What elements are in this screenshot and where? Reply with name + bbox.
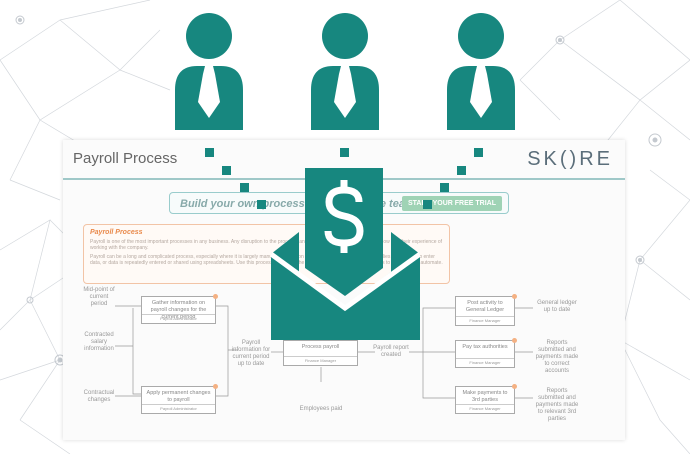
flow-input-3: Contractual changes: [83, 390, 115, 403]
person-icon: [447, 13, 515, 130]
flow-connectors: [115, 305, 533, 399]
flow-mid-label-1: Payroll information for current period u…: [231, 340, 271, 367]
flow-output-1: General ledger up to date: [537, 300, 577, 313]
document-title: Payroll Process: [73, 150, 178, 167]
info-heading: Payroll Process: [90, 229, 143, 236]
connector-dot: [440, 183, 449, 192]
flow-box-ledger[interactable]: Post activity to General Ledger Finance …: [455, 294, 517, 326]
flow-box-role: Finance Manager: [456, 404, 514, 413]
flow-box-gather[interactable]: Gather information on payroll changes fo…: [141, 294, 218, 324]
flow-output-2: Reports submitted and payments made to c…: [535, 340, 579, 374]
flow-box-text: Apply permanent changes to payroll: [146, 390, 211, 403]
flow-mid-label-2: Payroll report created: [373, 345, 409, 358]
flow-box-role: Finance Manager: [284, 356, 357, 365]
info-paragraph-2: Payroll can be a long and complicated pr…: [90, 254, 443, 266]
person-icon: [175, 13, 243, 130]
flow-box-text: Pay tax authorities: [462, 344, 508, 350]
flow-box-tax[interactable]: Pay tax authorities Finance Manager: [455, 338, 517, 368]
flow-box-process[interactable]: Process payroll Finance Manager: [283, 340, 358, 366]
flow-box-role: Finance Manager: [456, 358, 514, 367]
connector-dot: [222, 166, 231, 175]
flow-input-1: Mid-point of current period: [83, 287, 115, 307]
info-paragraph-1: Payroll is one of the most important pro…: [90, 239, 443, 251]
flow-box-text: Post activity to General Ledger: [465, 300, 505, 313]
status-dot: [512, 384, 517, 389]
connector-dot: [340, 148, 349, 157]
flow-box-text: Make payments to 3rd parties: [462, 390, 508, 403]
flow-box-text: Gather information on payroll changes fo…: [150, 300, 207, 320]
flow-box-role: Payroll Administrator: [142, 404, 215, 413]
connector-dot: [205, 148, 214, 157]
flow-box-role: Finance Manager: [456, 316, 514, 325]
flow-box-role: Payroll Administrator: [142, 314, 215, 323]
connector-dot: [457, 166, 466, 175]
connector-dot: [423, 200, 432, 209]
flow-box-apply[interactable]: Apply permanent changes to payroll Payro…: [141, 384, 218, 414]
connector-dot: [240, 183, 249, 192]
flow-input-2: Contracted salary information: [84, 332, 114, 352]
dollar-envelope-icon: [271, 168, 420, 340]
flow-box-thirdparty[interactable]: Make payments to 3rd parties Finance Man…: [455, 384, 517, 414]
connector-dot: [257, 200, 266, 209]
status-dot: [213, 294, 218, 299]
flow-box-text: Process payroll: [301, 344, 340, 350]
flow-mid-label-3: Employees paid: [299, 406, 343, 412]
status-dot: [213, 384, 218, 389]
flow-output-3: Reports submitted and payments made to r…: [535, 388, 579, 422]
brand-logo: SK()RE: [527, 148, 613, 170]
status-dot: [512, 338, 517, 343]
connector-dot: [474, 148, 483, 157]
person-icon: [311, 13, 379, 130]
status-dot: [512, 294, 517, 299]
